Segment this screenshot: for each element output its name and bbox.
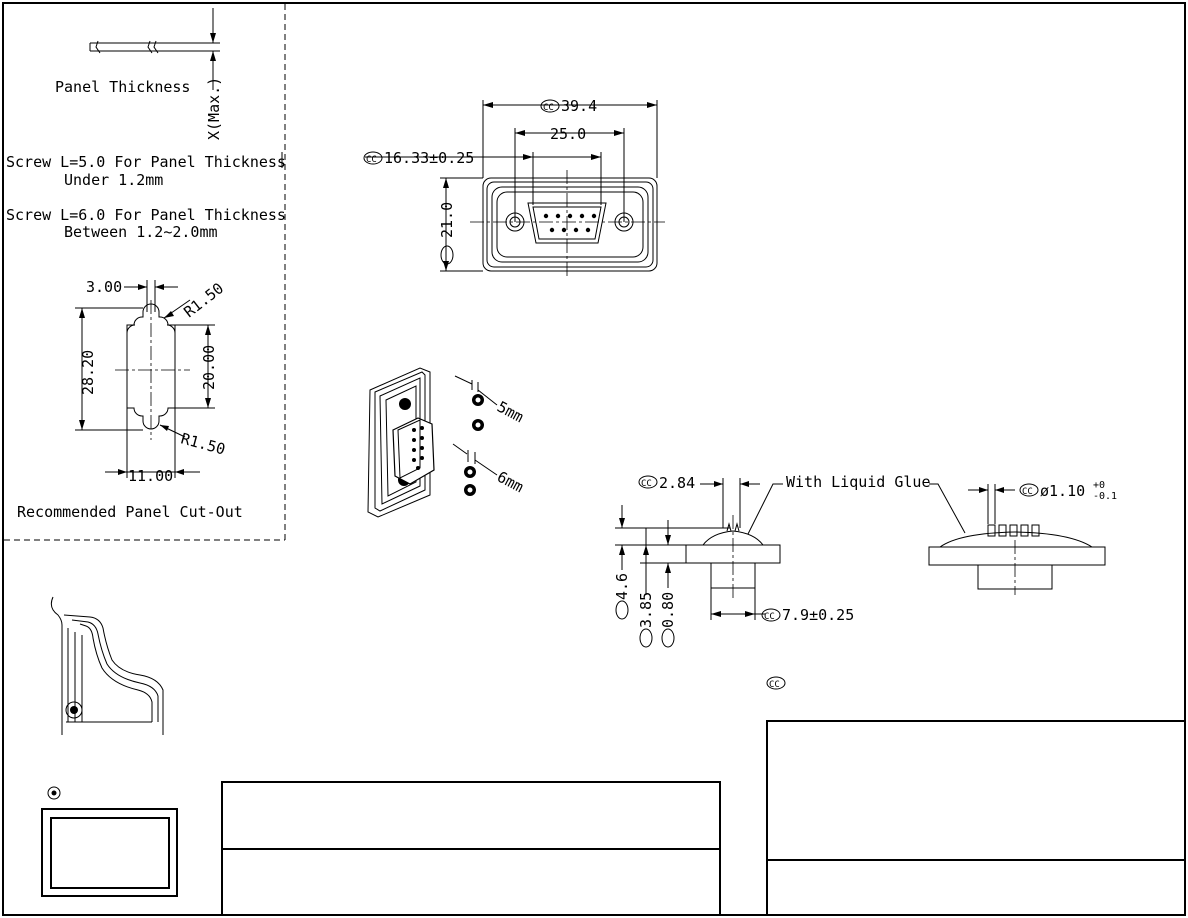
title-block-right [766, 720, 1186, 916]
cc-symbol-icon: CC [766, 676, 786, 690]
panel-cutout-drawing [75, 280, 215, 478]
side-pin-width: 2.84 [659, 474, 695, 492]
logo-frame [41, 808, 178, 897]
cutout-caption: Recommended Panel Cut-Out [17, 503, 243, 521]
connector-isometric-view [367, 367, 435, 518]
connector-side-view-alt [928, 483, 1106, 595]
panel-thickness-detail [89, 8, 220, 90]
cc-symbol-icon: CC [363, 151, 383, 165]
front-d-width: 16.33±0.25 [384, 149, 474, 167]
x-max-label: X(Max.) [205, 77, 223, 140]
panel-thickness-label: Panel Thickness [55, 78, 190, 96]
projection-symbol-icon [47, 786, 61, 800]
cutout-height-28: 28.20 [79, 350, 97, 395]
cc-symbol-icon: CC [540, 99, 560, 113]
side-height-46: 4.6 [613, 573, 631, 600]
svg-text:CC: CC [769, 680, 780, 690]
screw-6-note-line1: Screw L=6.0 For Panel Thickness [6, 206, 286, 224]
cc-symbol-icon [440, 245, 454, 265]
cc-symbol-icon [661, 628, 675, 648]
cutout-height-20: 20.00 [200, 345, 218, 390]
corner-detail-view [50, 596, 164, 735]
screw-5mm-label: 5mm [494, 398, 526, 427]
pin-tol-minus: -0.1 [1093, 491, 1117, 502]
side-height-385: 3.85 [637, 592, 655, 628]
screw-6-note-line2: Between 1.2~2.0mm [64, 223, 218, 241]
cutout-radius-bottom: R1.50 [179, 429, 227, 458]
svg-text:CC: CC [366, 155, 377, 165]
svg-text:CC: CC [1022, 487, 1033, 497]
svg-text:CC: CC [764, 612, 775, 622]
connector-front-view [365, 100, 665, 278]
screw-5mm-pair [454, 375, 498, 431]
front-height-21: 21.0 [438, 202, 456, 238]
title-block-center [221, 781, 721, 916]
screw-5-note-line1: Screw L=5.0 For Panel Thickness [6, 153, 286, 171]
pin-diameter: ø1.10 [1040, 482, 1085, 500]
side-thickness-080: 0.80 [659, 592, 677, 628]
cc-symbol-icon: CC [1019, 483, 1039, 497]
cutout-width-11: 11.00 [128, 467, 173, 485]
cutout-radius-top: R1.50 [180, 279, 227, 321]
cc-symbol-icon: CC [638, 475, 658, 489]
front-width-39: 39.4 [561, 97, 597, 115]
screw-6mm-label: 6mm [494, 468, 526, 497]
screw-6mm-pair [452, 443, 498, 496]
side-body-width: 7.9±0.25 [782, 606, 854, 624]
cc-symbol-icon [639, 628, 653, 648]
svg-text:CC: CC [543, 103, 554, 113]
svg-text:CC: CC [641, 479, 652, 489]
cc-symbol-icon: CC [761, 608, 781, 622]
pin-tol-plus: +0 [1093, 480, 1105, 491]
cutout-width-3: 3.00 [86, 278, 122, 296]
glue-note: With Liquid Glue [786, 473, 931, 491]
connector-side-view [615, 478, 783, 620]
front-spacing-25: 25.0 [550, 125, 586, 143]
screw-5-note-line2: Under 1.2mm [64, 171, 163, 189]
notes-panel-frame [4, 4, 286, 541]
cc-symbol-icon [615, 600, 629, 620]
